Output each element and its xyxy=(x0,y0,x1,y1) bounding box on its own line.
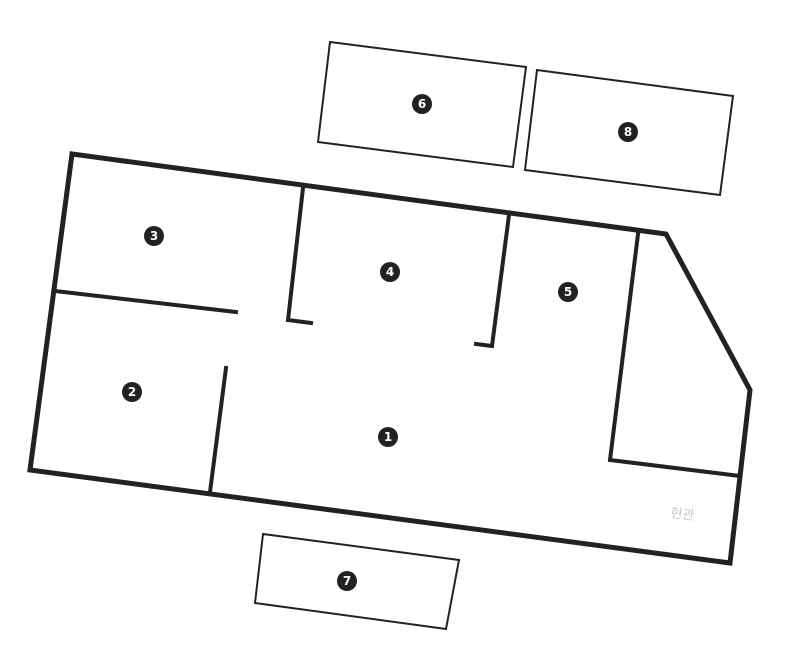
room-7-box xyxy=(253,532,461,631)
room-number-3: 3 xyxy=(150,229,158,243)
room-marker-1: 1 xyxy=(378,427,398,447)
room-number-8: 8 xyxy=(624,125,632,139)
room-marker-6: 6 xyxy=(412,94,432,114)
entrance-label: 현관 xyxy=(670,506,696,524)
wall-room-2-right xyxy=(207,365,229,495)
wall-room-3-bottom xyxy=(52,288,239,315)
wall-room-5-right xyxy=(607,231,743,479)
wall-room-4-right xyxy=(473,212,512,349)
room-number-2: 2 xyxy=(128,385,136,399)
room-number-5: 5 xyxy=(564,285,572,299)
room-number-7: 7 xyxy=(343,574,351,588)
room-marker-4: 4 xyxy=(380,262,400,282)
room-marker-5: 5 xyxy=(558,282,578,302)
room-number-4: 4 xyxy=(386,265,394,279)
outer-wall xyxy=(27,151,753,566)
room-marker-7: 7 xyxy=(337,571,357,591)
room-marker-3: 3 xyxy=(144,226,164,246)
room-marker-8: 8 xyxy=(618,122,638,142)
room-number-1: 1 xyxy=(384,430,392,444)
room-number-6: 6 xyxy=(418,97,426,111)
wall-room-4-left xyxy=(285,185,314,326)
room-marker-2: 2 xyxy=(122,382,142,402)
